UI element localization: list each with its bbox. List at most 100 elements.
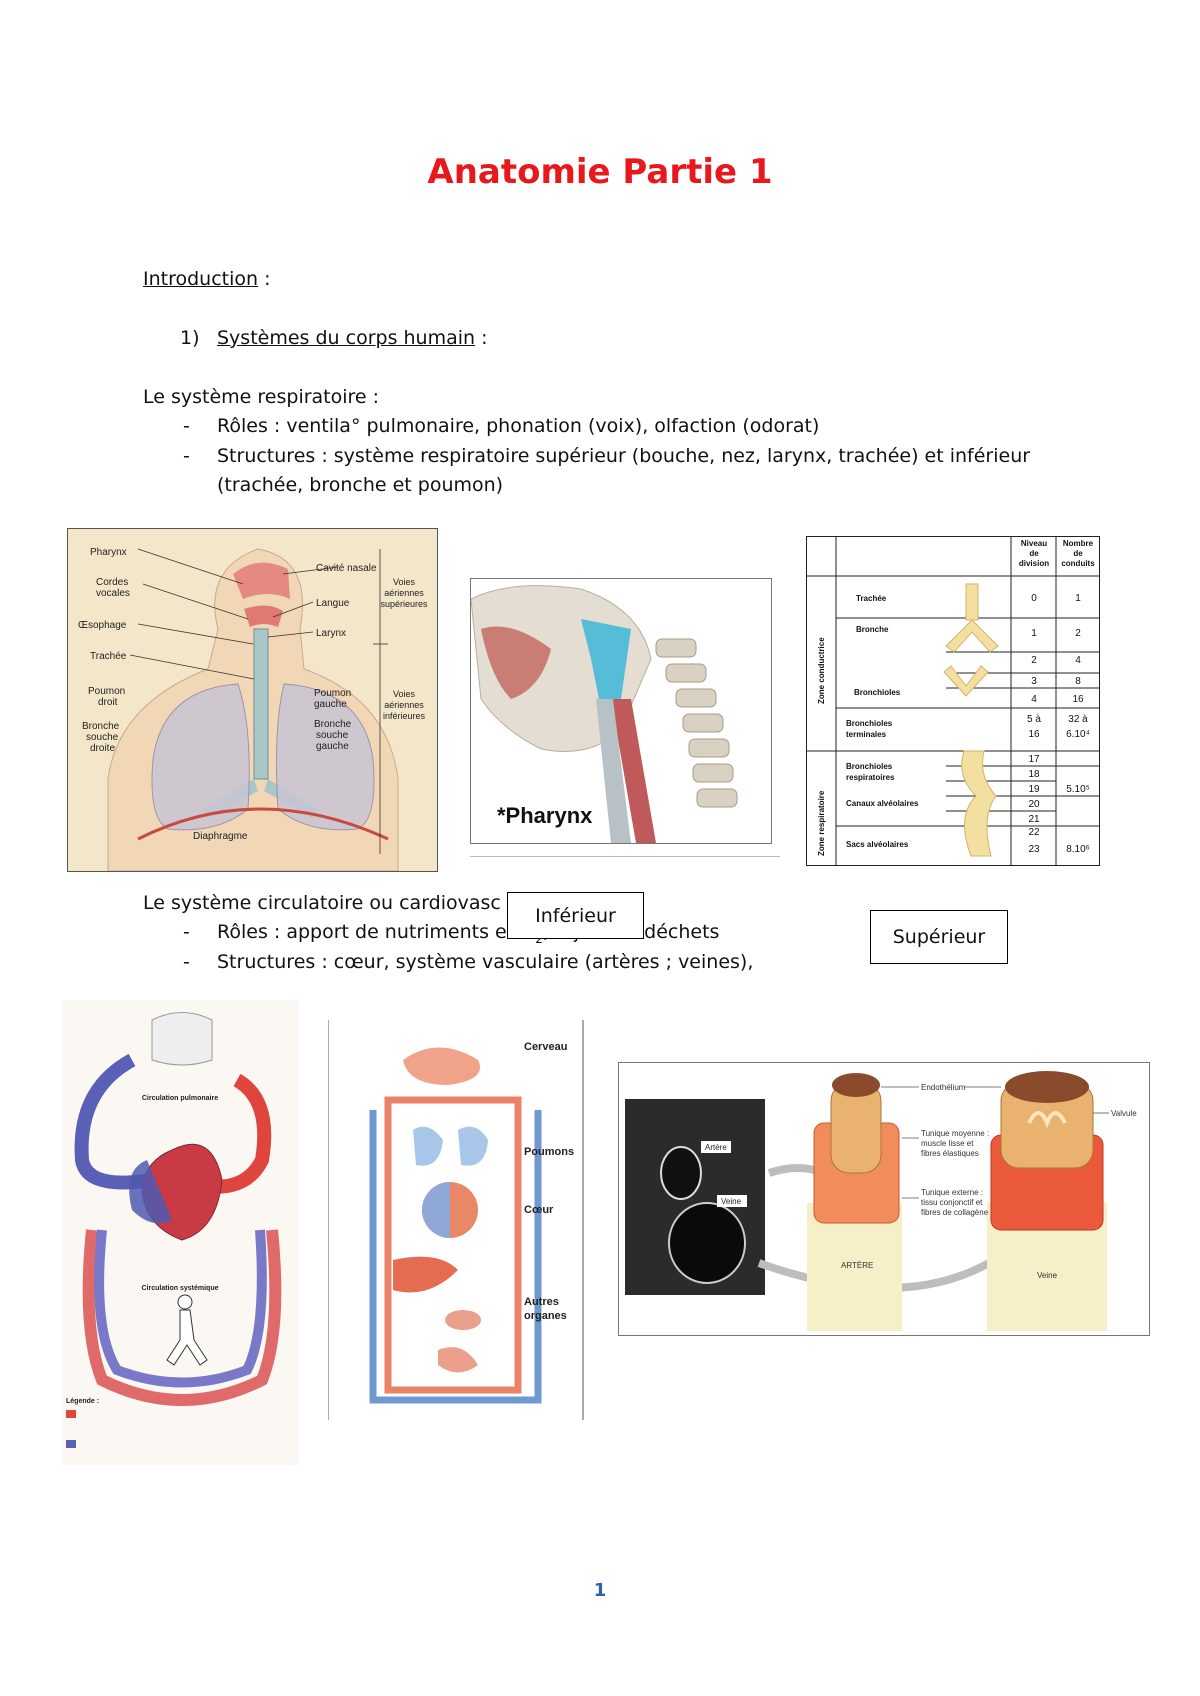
row-sacs: Sacs alvéolaires xyxy=(846,840,909,849)
respiratory-structures-cont: (trachée, bronche et poumon) xyxy=(217,474,504,496)
bullet-dash: - xyxy=(183,921,190,943)
respiratory-system-illustration: Pharynx Cordes vocales Œsophage Trachée … xyxy=(68,529,437,871)
zone-conductrice-label: Zone conductrice xyxy=(817,637,826,704)
pharynx-figure: *Pharynx xyxy=(470,578,772,844)
label-langue: Langue xyxy=(316,598,350,609)
label-cordes: Cordes xyxy=(96,577,128,588)
respiratory-structures: Structures : système respiratoire supéri… xyxy=(217,445,1031,467)
label-voies-sup-1: Voies xyxy=(393,577,416,587)
level-0: 0 xyxy=(1031,593,1037,604)
label-voies-inf-1: Voies xyxy=(393,689,416,699)
count-6e4: 6.10⁴ xyxy=(1066,729,1090,740)
section-heading: Systèmes du corps humain : xyxy=(217,325,488,351)
pharynx-caption: *Pharynx xyxy=(497,803,593,828)
bullet-dash: - xyxy=(183,951,190,973)
row-canaux: Canaux alvéolaires xyxy=(846,799,919,808)
level-3: 3 xyxy=(1031,676,1037,687)
level-18: 18 xyxy=(1028,769,1040,780)
respiratory-roles: Rôles : ventila° pulmonaire, phonation (… xyxy=(217,415,820,437)
figure-divider xyxy=(470,856,780,857)
circulatory-roles-text: Rôles : apport de nutriments et O xyxy=(217,921,536,943)
row-bronchioles-resp-1: Bronchioles xyxy=(846,762,893,771)
count-8: 8 xyxy=(1075,676,1081,687)
label-tunique-moyenne-3: fibres élastiques xyxy=(921,1149,979,1158)
header-niveau-1: Niveau xyxy=(1021,539,1047,548)
level-19: 19 xyxy=(1028,784,1040,795)
label-bronche-d-3: droite xyxy=(90,743,115,754)
label-autres-1: Autres xyxy=(524,1296,559,1308)
label-voies-sup-3: supérieures xyxy=(380,599,428,609)
header-niveau-2: de xyxy=(1029,549,1039,558)
level-23: 23 xyxy=(1028,844,1040,855)
label-tunique-externe-3: fibres de collagène xyxy=(921,1208,989,1217)
label-valvule: Valvule xyxy=(1111,1109,1137,1118)
label-voies-inf-3: inférieures xyxy=(383,711,426,721)
level-17: 17 xyxy=(1028,754,1040,765)
label-veine-micro: Veine xyxy=(721,1197,742,1206)
circulation-diagram-figure: Circulation pulmonaire Circulation systé… xyxy=(62,1000,298,1465)
label-poumons: Poumons xyxy=(524,1146,574,1158)
organ-circulation-figure: Cerveau Poumons Cœur Autres organes xyxy=(328,1020,584,1420)
label-poumon-droit-2: droit xyxy=(98,697,118,708)
label-coeur: Cœur xyxy=(524,1204,554,1216)
page-number: 1 xyxy=(593,1580,607,1601)
label-trachee: Trachée xyxy=(90,651,127,662)
label-poumon-g-1: Poumon xyxy=(314,688,351,699)
label-tunique-moyenne-2: muscle lisse et xyxy=(921,1139,974,1148)
count-1: 1 xyxy=(1075,593,1081,604)
label-artere: ARTÈRE xyxy=(841,1261,873,1270)
level-21: 21 xyxy=(1028,814,1040,825)
respiratory-system-figure: Pharynx Cordes vocales Œsophage Trachée … xyxy=(67,528,438,872)
label-larynx: Larynx xyxy=(316,628,346,639)
label-tunique-moyenne-1: Tunique moyenne : xyxy=(921,1129,989,1138)
row-bronchioles-term-2: terminales xyxy=(846,730,887,739)
level-20: 20 xyxy=(1028,799,1040,810)
level-2: 2 xyxy=(1031,655,1037,666)
label-tunique-externe-2: tissu conjonctif et xyxy=(921,1198,983,1207)
label-bronche-g-2: souche xyxy=(316,730,349,741)
intro-heading-text: Introduction xyxy=(143,268,259,290)
organ-circulation-illustration: Cerveau Poumons Cœur Autres organes xyxy=(328,1020,584,1420)
blood-vessel-illustration: Endothélium Valvule Tunique moyenne : mu… xyxy=(619,1063,1149,1335)
label-autres-2: organes xyxy=(524,1310,567,1322)
label-endothelium: Endothélium xyxy=(921,1083,966,1092)
label-bronche-g-1: Bronche xyxy=(314,719,352,730)
count-4: 4 xyxy=(1075,655,1081,666)
bronchial-division-table: Niveau de division Nombre de conduits Zo… xyxy=(806,536,1100,866)
row-bronche: Bronche xyxy=(856,625,889,634)
label-poumon-g-2: gauche xyxy=(314,699,347,710)
circulatory-structures: Structures : cœur, système vasculaire (a… xyxy=(217,951,754,973)
superior-label-box: Supérieur xyxy=(870,910,1008,964)
header-nombre-3: conduits xyxy=(1061,559,1095,568)
label-voies-sup-2: aériennes xyxy=(384,588,424,598)
level-1: 1 xyxy=(1031,628,1037,639)
intro-heading-colon: : xyxy=(258,268,271,290)
label-circulation-systemique: Circulation systémique xyxy=(141,1285,218,1292)
bronchial-table-graphic: Niveau de division Nombre de conduits Zo… xyxy=(806,536,1100,866)
count-5e5: 5.10⁵ xyxy=(1066,784,1090,795)
count-8e6: 8.10⁶ xyxy=(1066,844,1090,855)
level-22: 22 xyxy=(1028,827,1040,838)
count-2: 2 xyxy=(1075,628,1081,639)
intro-heading: Introduction : xyxy=(143,266,271,292)
circulatory-roles: Rôles : apport de nutriments et O2, reje… xyxy=(217,919,719,952)
label-circulation-pulmonaire: Circulation pulmonaire xyxy=(142,1095,218,1102)
count-32-a: 32 à xyxy=(1068,714,1088,725)
zone-respiratoire-label: Zone respiratoire xyxy=(817,790,826,856)
label-bronche-d-1: Bronche xyxy=(82,721,120,732)
header-nombre-1: Nombre xyxy=(1063,539,1094,548)
respiratory-heading: Le système respiratoire : xyxy=(143,386,380,408)
bullet-dash: - xyxy=(183,445,190,467)
section-number: 1) xyxy=(180,327,200,349)
label-artere-micro: Artère xyxy=(705,1143,727,1152)
section-heading-text: Systèmes du corps humain xyxy=(217,327,476,349)
label-diaphragme: Diaphragme xyxy=(193,831,248,842)
label-voies-inf-2: aériennes xyxy=(384,700,424,710)
label-poumon-droit-1: Poumon xyxy=(88,686,125,697)
label-pharynx: Pharynx xyxy=(90,547,127,558)
circulatory-heading: Le système circulatoire ou cardiovasc xyxy=(143,892,501,914)
pharynx-illustration: *Pharynx xyxy=(471,579,771,843)
label-vocales: vocales xyxy=(96,588,130,599)
level-4: 4 xyxy=(1031,694,1037,705)
page-title: Anatomie Partie 1 xyxy=(427,152,773,192)
